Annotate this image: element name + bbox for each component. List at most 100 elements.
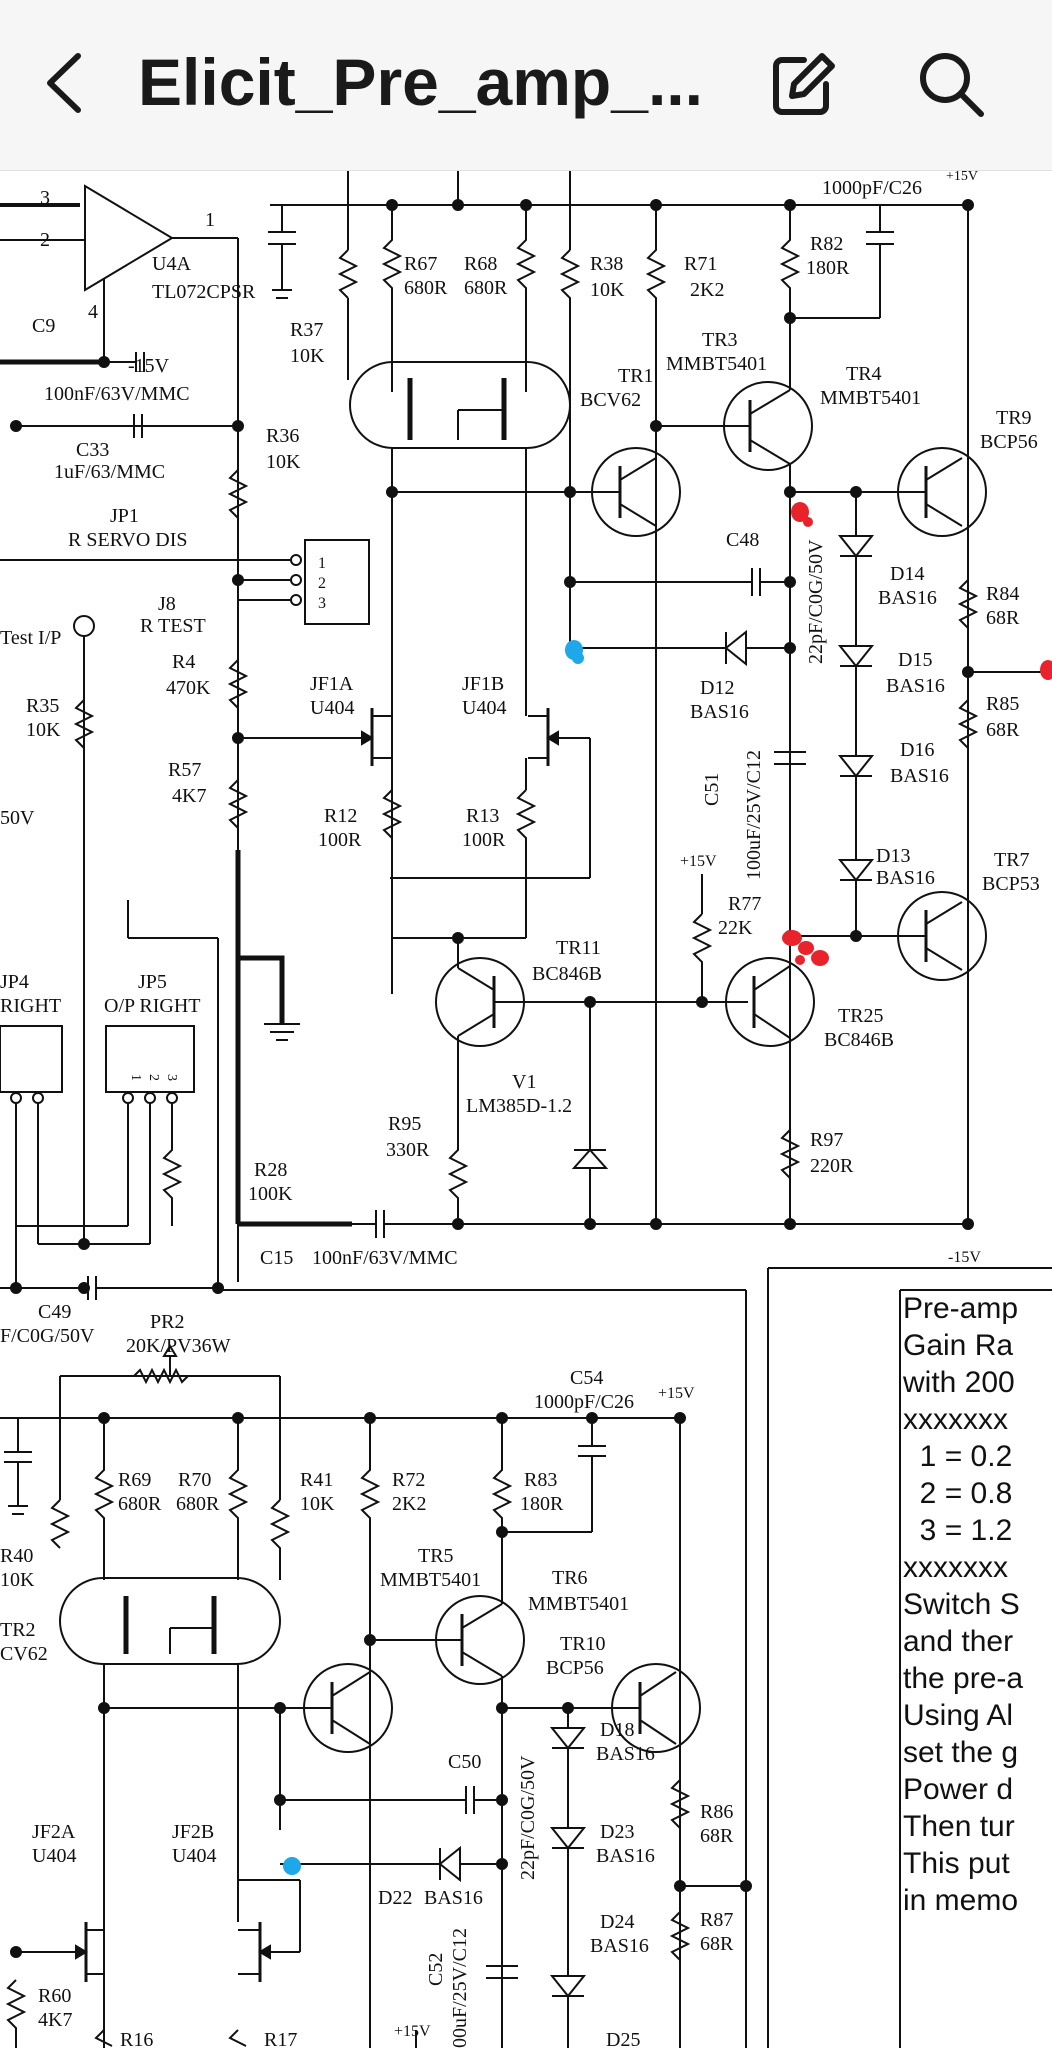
r40-value: 10K [0,1569,35,1591]
d18-ref: D18 [600,1719,634,1741]
note-line: Using Al [903,1699,1014,1732]
r60-value: 4K7 [38,2009,72,2031]
neg15-b-label: -15V [948,1249,981,1266]
r70-value: 680R [176,1493,220,1515]
tr7-part: BCP53 [982,873,1040,895]
r36-value: 10K [266,451,301,473]
r85-ref: R85 [986,693,1019,715]
c51-value: 100uF/25V/C12 [743,750,765,880]
jp1-pin3: 3 [318,595,326,612]
d13-ref: D13 [876,845,910,867]
r82-ref: R82 [810,233,843,255]
r12-value: 100R [318,829,362,851]
r83-value: 180R [520,1493,564,1515]
tr6-ref: TR6 [552,1567,588,1589]
tr2-ref: TR2 [0,1619,36,1641]
j8-desc: R TEST [140,615,206,637]
c54-ref: C54 [570,1367,603,1389]
tr25-part: BC846B [824,1029,894,1051]
c52-value: 00uF/25V/C12 [449,1928,471,2048]
jf2a-ref: JF2A [32,1821,76,1843]
c51-ref: C51 [701,773,723,806]
note-line: 3 = 1.2 [903,1514,1013,1547]
d22-part: BAS16 [424,1887,483,1909]
r70-ref: R70 [178,1469,211,1491]
r38-ref: R38 [590,253,623,275]
r4-ref: R4 [172,651,195,673]
r41-value: 10K [300,1493,335,1515]
u4a-ref: U4A [152,253,191,275]
v15-r77-label: +15V [680,853,717,870]
edit-icon [773,53,835,115]
d13-part: BAS16 [876,867,935,889]
tr5-part: MMBT5401 [380,1569,481,1591]
r86-ref: R86 [700,1801,733,1823]
tr4-ref: TR4 [846,363,882,385]
back-button[interactable] [22,38,112,128]
c48-value: 22pF/C0G/50V [805,539,827,664]
note-line: in memo [903,1884,1019,1917]
tr10-ref: TR10 [560,1633,606,1655]
jf1b-ref: JF1B [462,673,504,695]
edit-button[interactable] [758,38,848,128]
d14-part: BAS16 [878,587,937,609]
c15-ref: C15 [260,1247,293,1269]
pr2-value: 20K/PV36W [126,1335,231,1357]
r72-ref: R72 [392,1469,425,1491]
v15-bottom-label: +15V [658,1385,695,1402]
opamp-pin2: 2 [40,229,50,251]
chevron-left-icon [47,53,81,113]
r72-value: 2K2 [392,1493,426,1515]
d23-part: BAS16 [596,1845,655,1867]
c9-ref: C9 [32,315,55,337]
r77-value: 22K [718,917,753,939]
r57-ref: R57 [168,759,201,781]
r16-ref: R16 [120,2029,153,2048]
r87-value: 68R [700,1933,734,1955]
d16-ref: D16 [900,739,934,761]
search-button[interactable] [905,38,995,128]
c15-value: 100nF/63V/MMC [312,1247,458,1269]
tr3-part: MMBT5401 [666,353,767,375]
tr11-ref: TR11 [556,937,601,959]
note-line: Gain Ra [903,1329,1014,1362]
r36-ref: R36 [266,425,299,447]
r35-value: 10K [26,719,61,741]
r69-ref: R69 [118,1469,151,1491]
r95-ref: R95 [388,1113,421,1135]
r97-ref: R97 [810,1129,843,1151]
note-line: with 200 [903,1366,1015,1399]
note-line: Switch S [903,1588,1020,1621]
j8-ref: J8 [158,593,176,615]
note-line: xxxxxxx [903,1403,1008,1436]
tr7-ref: TR7 [994,849,1030,871]
note-line: Then tur [903,1810,1015,1843]
r87-ref: R87 [700,1909,733,1931]
tr10-part: BCP56 [546,1657,604,1679]
tr1-ref: TR1 [618,365,654,387]
c26-top-value: 1000pF/C26 [822,177,922,199]
c49-ref: C49 [38,1301,71,1323]
v1-ref: V1 [512,1071,536,1093]
r12-ref: R12 [324,805,357,827]
r82-value: 180R [806,257,850,279]
c33-ref: C33 [76,439,109,461]
jp5-pin2: 2 [146,1074,161,1081]
note-line: This put [903,1847,1010,1880]
d12-ref: D12 [700,677,734,699]
r13-value: 100R [462,829,506,851]
d15-ref: D15 [898,649,932,671]
v15-c52-label: +15V [394,2023,431,2040]
r40-ref: R40 [0,1545,33,1567]
opamp-pin3: 3 [40,187,50,209]
tr4-part: MMBT5401 [820,387,921,409]
note-line: set the g [903,1736,1019,1769]
neg15-label: -15V [128,355,170,377]
document-viewer[interactable]: 3 2 1 4 U4A TL072CPSR C9 -15V 100nF/63V/… [0,171,1052,2048]
c33-value: 1uF/63/MMC [54,461,165,483]
jf1b-part: U404 [462,697,506,719]
jf2b-part: U404 [172,1845,216,1867]
jf2a-part: U404 [32,1845,76,1867]
r57-value: 4K7 [172,785,206,807]
c50-value: 22pF/C0G/50V [517,1755,539,1880]
